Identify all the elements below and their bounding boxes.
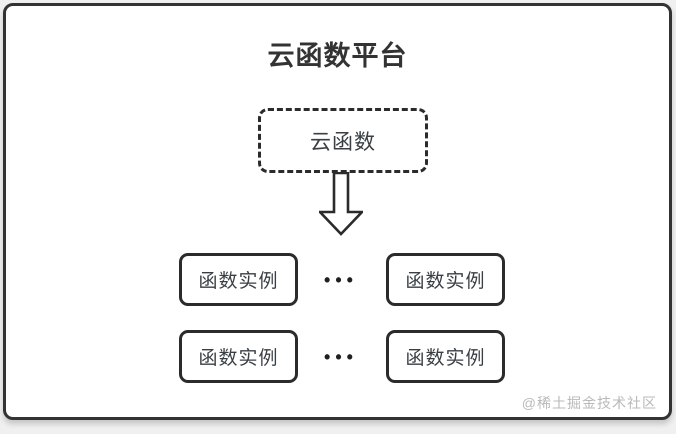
ellipsis-dots: •••	[324, 270, 358, 290]
cloud-function-node: 云函数	[258, 108, 428, 173]
function-instance-box: 函数实例	[179, 330, 298, 383]
watermark: @稀土掘金技术社区	[521, 395, 657, 411]
cloud-function-label: 云函数	[310, 130, 376, 154]
function-instance-box: 函数实例	[179, 253, 298, 306]
function-instance-box: 函数实例	[386, 330, 505, 383]
down-arrow-icon	[319, 172, 363, 236]
function-instance-label: 函数实例	[405, 271, 486, 292]
diagram-frame: 云函数平台 云函数 函数实例 ••• 函数实例 函数实例 ••• 函数实例 @稀…	[3, 3, 672, 420]
function-instance-label: 函数实例	[198, 348, 279, 369]
diagram-title: 云函数平台	[267, 41, 408, 71]
ellipsis-dots: •••	[324, 347, 358, 367]
function-instance-label: 函数实例	[198, 271, 279, 292]
function-instance-box: 函数实例	[386, 253, 505, 306]
function-instance-label: 函数实例	[405, 348, 486, 369]
